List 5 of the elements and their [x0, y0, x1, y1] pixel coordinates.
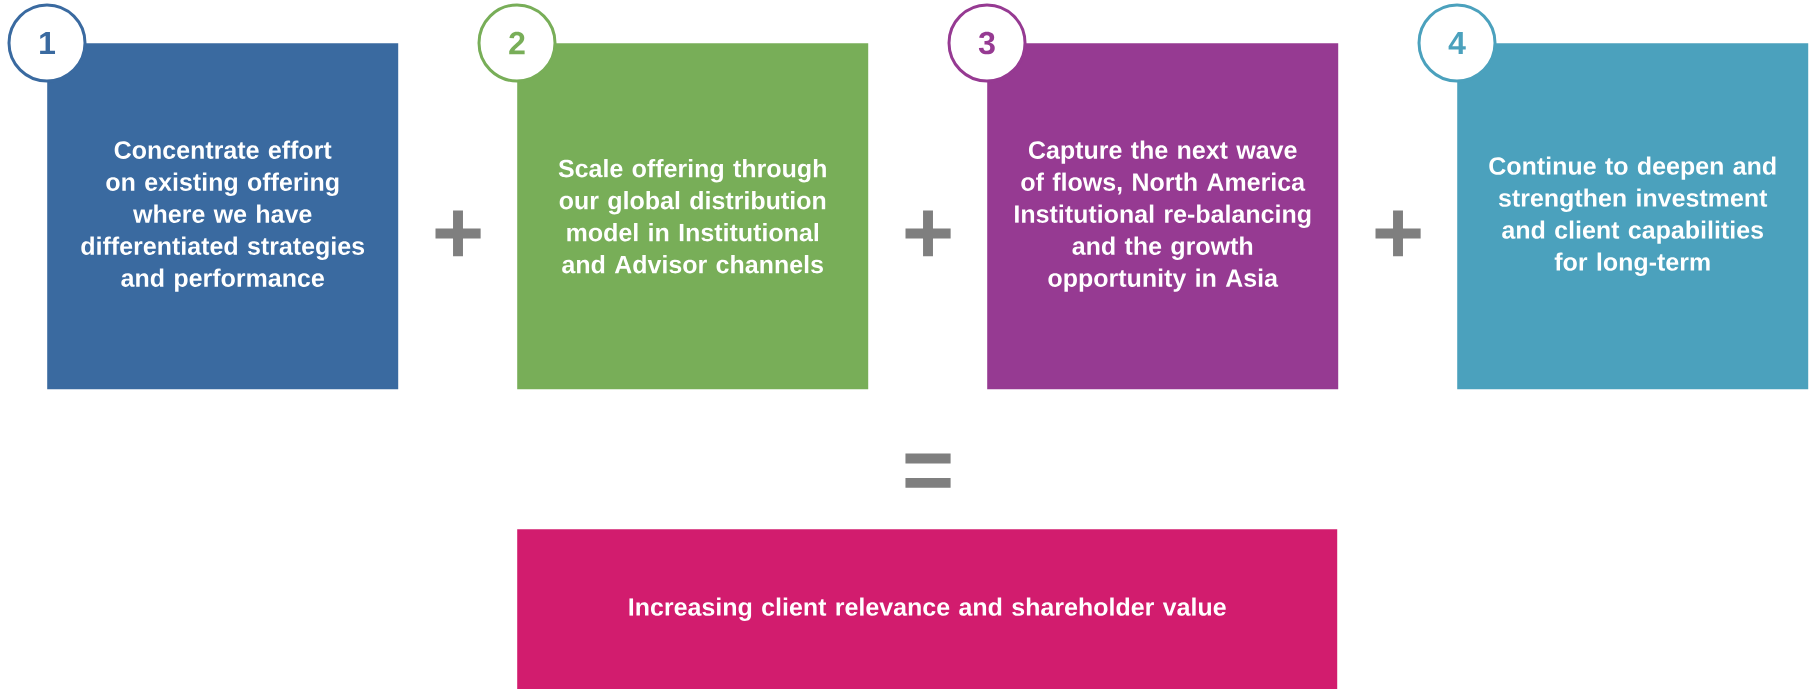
operator-sign: + [905, 210, 951, 257]
operator-sign: + [435, 210, 481, 257]
result-box: Increasing client relevance and shareholder value [517, 529, 1338, 689]
operator-sign: = [905, 453, 951, 488]
operator-sign: + [1375, 210, 1421, 257]
